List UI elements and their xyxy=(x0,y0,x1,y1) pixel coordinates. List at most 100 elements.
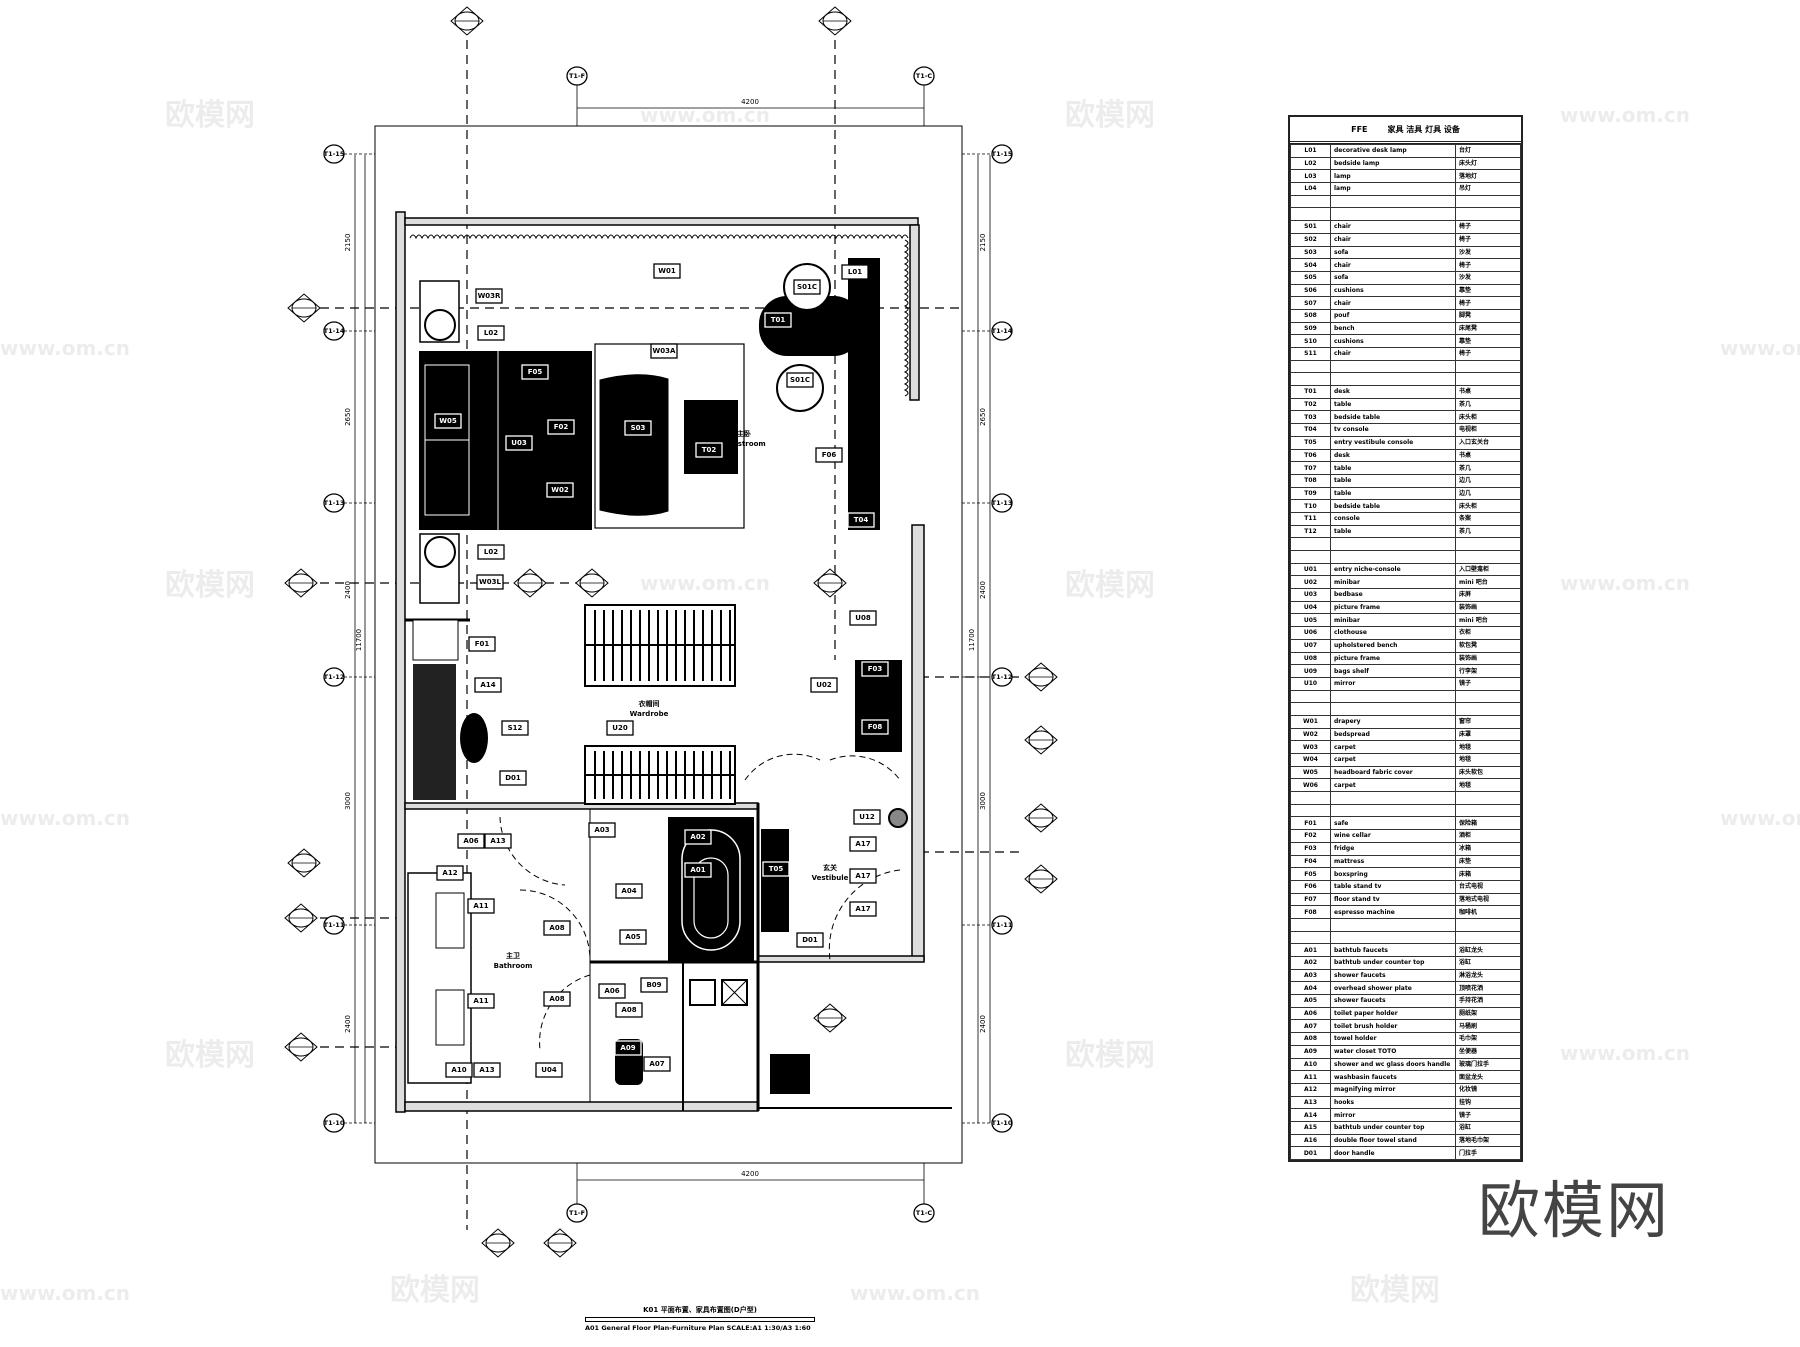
ffe-code: A07 xyxy=(1290,1019,1331,1034)
ffe-name-cn: 衣柜 xyxy=(1455,626,1521,640)
ffe-name-cn: 浴缸龙头 xyxy=(1455,943,1521,957)
chair xyxy=(776,364,824,412)
ffe-description: towel holder xyxy=(1330,1032,1456,1046)
ffe-name-cn: 床头灯 xyxy=(1455,156,1521,171)
dim-vertical: 2400 xyxy=(979,581,987,599)
watermark-url-text: www.om.cn xyxy=(1720,336,1800,360)
furniture-tag-f08: F08 xyxy=(861,719,889,735)
ffe-name-cn: 床屏 xyxy=(1455,588,1521,602)
ffe-name-cn xyxy=(1455,791,1521,805)
ffe-code: T11 xyxy=(1290,511,1331,526)
ffe-code: S03 xyxy=(1290,245,1331,260)
ffe-code: A06 xyxy=(1290,1006,1331,1021)
watermark-logo-text: 欧模网 xyxy=(1065,98,1155,133)
section-marker-icon xyxy=(1024,864,1058,894)
ffe-description xyxy=(1330,917,1456,932)
ffe-code xyxy=(1290,194,1331,209)
ffe-row xyxy=(1290,791,1521,805)
ffe-code: T12 xyxy=(1290,524,1331,539)
furniture-tag-f06: F06 xyxy=(815,447,843,463)
ffe-name-cn: 玻璃门拉手 xyxy=(1455,1057,1521,1072)
ffe-name-cn: 茶几 xyxy=(1455,397,1521,412)
ffe-name-cn: 靠垫 xyxy=(1455,283,1521,298)
drawing-title-cn: K01 平面布置、家具布置图(D户型) xyxy=(643,1306,757,1314)
ffe-code: S06 xyxy=(1290,283,1331,298)
ffe-description: mirror xyxy=(1330,676,1456,691)
ffe-code: F05 xyxy=(1290,867,1331,881)
ffe-code: S05 xyxy=(1290,270,1331,285)
furniture-tag-f05: F05 xyxy=(521,364,549,380)
watermark-logo-text: 欧模网 xyxy=(1350,1273,1440,1308)
grid-axis-bubble: T1-10 xyxy=(991,1113,1013,1133)
ffe-code: T06 xyxy=(1290,448,1331,463)
svg-text:T1-11: T1-11 xyxy=(992,921,1013,929)
ffe-code: A03 xyxy=(1290,968,1331,983)
ffe-code xyxy=(1290,207,1331,222)
plan-frame xyxy=(374,125,963,1164)
ffe-code: T08 xyxy=(1290,473,1331,488)
dim-vertical: 3000 xyxy=(979,792,987,810)
ffe-description xyxy=(1330,372,1456,387)
ffe-code: A02 xyxy=(1290,956,1331,970)
dim-top: 4200 xyxy=(741,98,759,106)
ffe-row xyxy=(1290,550,1521,564)
svg-text:A07: A07 xyxy=(649,1060,664,1068)
ffe-description: table xyxy=(1330,473,1456,488)
tv-console xyxy=(848,258,880,530)
ffe-description: boxspring xyxy=(1330,867,1456,881)
vanity xyxy=(407,872,472,1084)
ffe-code: T01 xyxy=(1290,385,1331,399)
lamp-icon xyxy=(424,536,456,568)
watermark-logo-text: 欧模网 xyxy=(165,1038,255,1073)
watermark-logo-text: 欧模网 xyxy=(1065,568,1155,603)
ffe-name-cn: 地毯 xyxy=(1455,778,1521,793)
ffe-description: upholstered bench xyxy=(1330,638,1456,653)
dimension-lines xyxy=(354,85,991,1205)
ffe-description: bedside table xyxy=(1330,410,1456,425)
ffe-name-cn: 保险箱 xyxy=(1455,816,1521,831)
grid-axis-bubble: T1-12 xyxy=(323,667,345,687)
section-marker-icon xyxy=(1024,803,1058,833)
furniture-tag-w03a: W03A xyxy=(650,343,678,359)
furniture-tag-s01c: S01C xyxy=(786,372,814,388)
ffe-name-cn: 床垫 xyxy=(1455,854,1521,869)
ffe-description: carpet xyxy=(1330,740,1456,754)
ffe-code: A04 xyxy=(1290,981,1331,996)
ffe-description xyxy=(1330,359,1456,374)
ffe-code xyxy=(1290,930,1331,945)
section-marker-icon xyxy=(513,568,547,598)
ffe-description: drapery xyxy=(1330,714,1456,729)
desk xyxy=(759,296,862,356)
ffe-description: fridge xyxy=(1330,841,1456,856)
furniture-tag-a14: A14 xyxy=(474,677,502,693)
door-swings xyxy=(499,753,901,1051)
ffe-code: W01 xyxy=(1290,714,1331,729)
furniture-tag-a17: A17 xyxy=(849,868,877,884)
ffe-description: hooks xyxy=(1330,1095,1456,1110)
ffe-description: carpet xyxy=(1330,778,1456,793)
lamp-icon xyxy=(424,309,456,341)
walls xyxy=(395,211,952,1113)
ffe-row xyxy=(1290,917,1521,932)
ffe-description: bedspread xyxy=(1330,727,1456,742)
grid-axis-bubble: T1-14 xyxy=(991,321,1013,341)
furniture-tag-a02: A02 xyxy=(684,829,712,845)
svg-text:F06: F06 xyxy=(822,451,837,459)
pouf xyxy=(460,713,488,763)
ffe-code: A13 xyxy=(1290,1095,1331,1110)
svg-text:B09: B09 xyxy=(646,981,661,989)
dim-vertical: 2650 xyxy=(979,408,987,426)
ffe-code: T02 xyxy=(1290,397,1331,412)
ffe-name-cn: 椅子 xyxy=(1455,296,1521,310)
room-wardrobe-en: Wardrobe xyxy=(630,710,669,718)
